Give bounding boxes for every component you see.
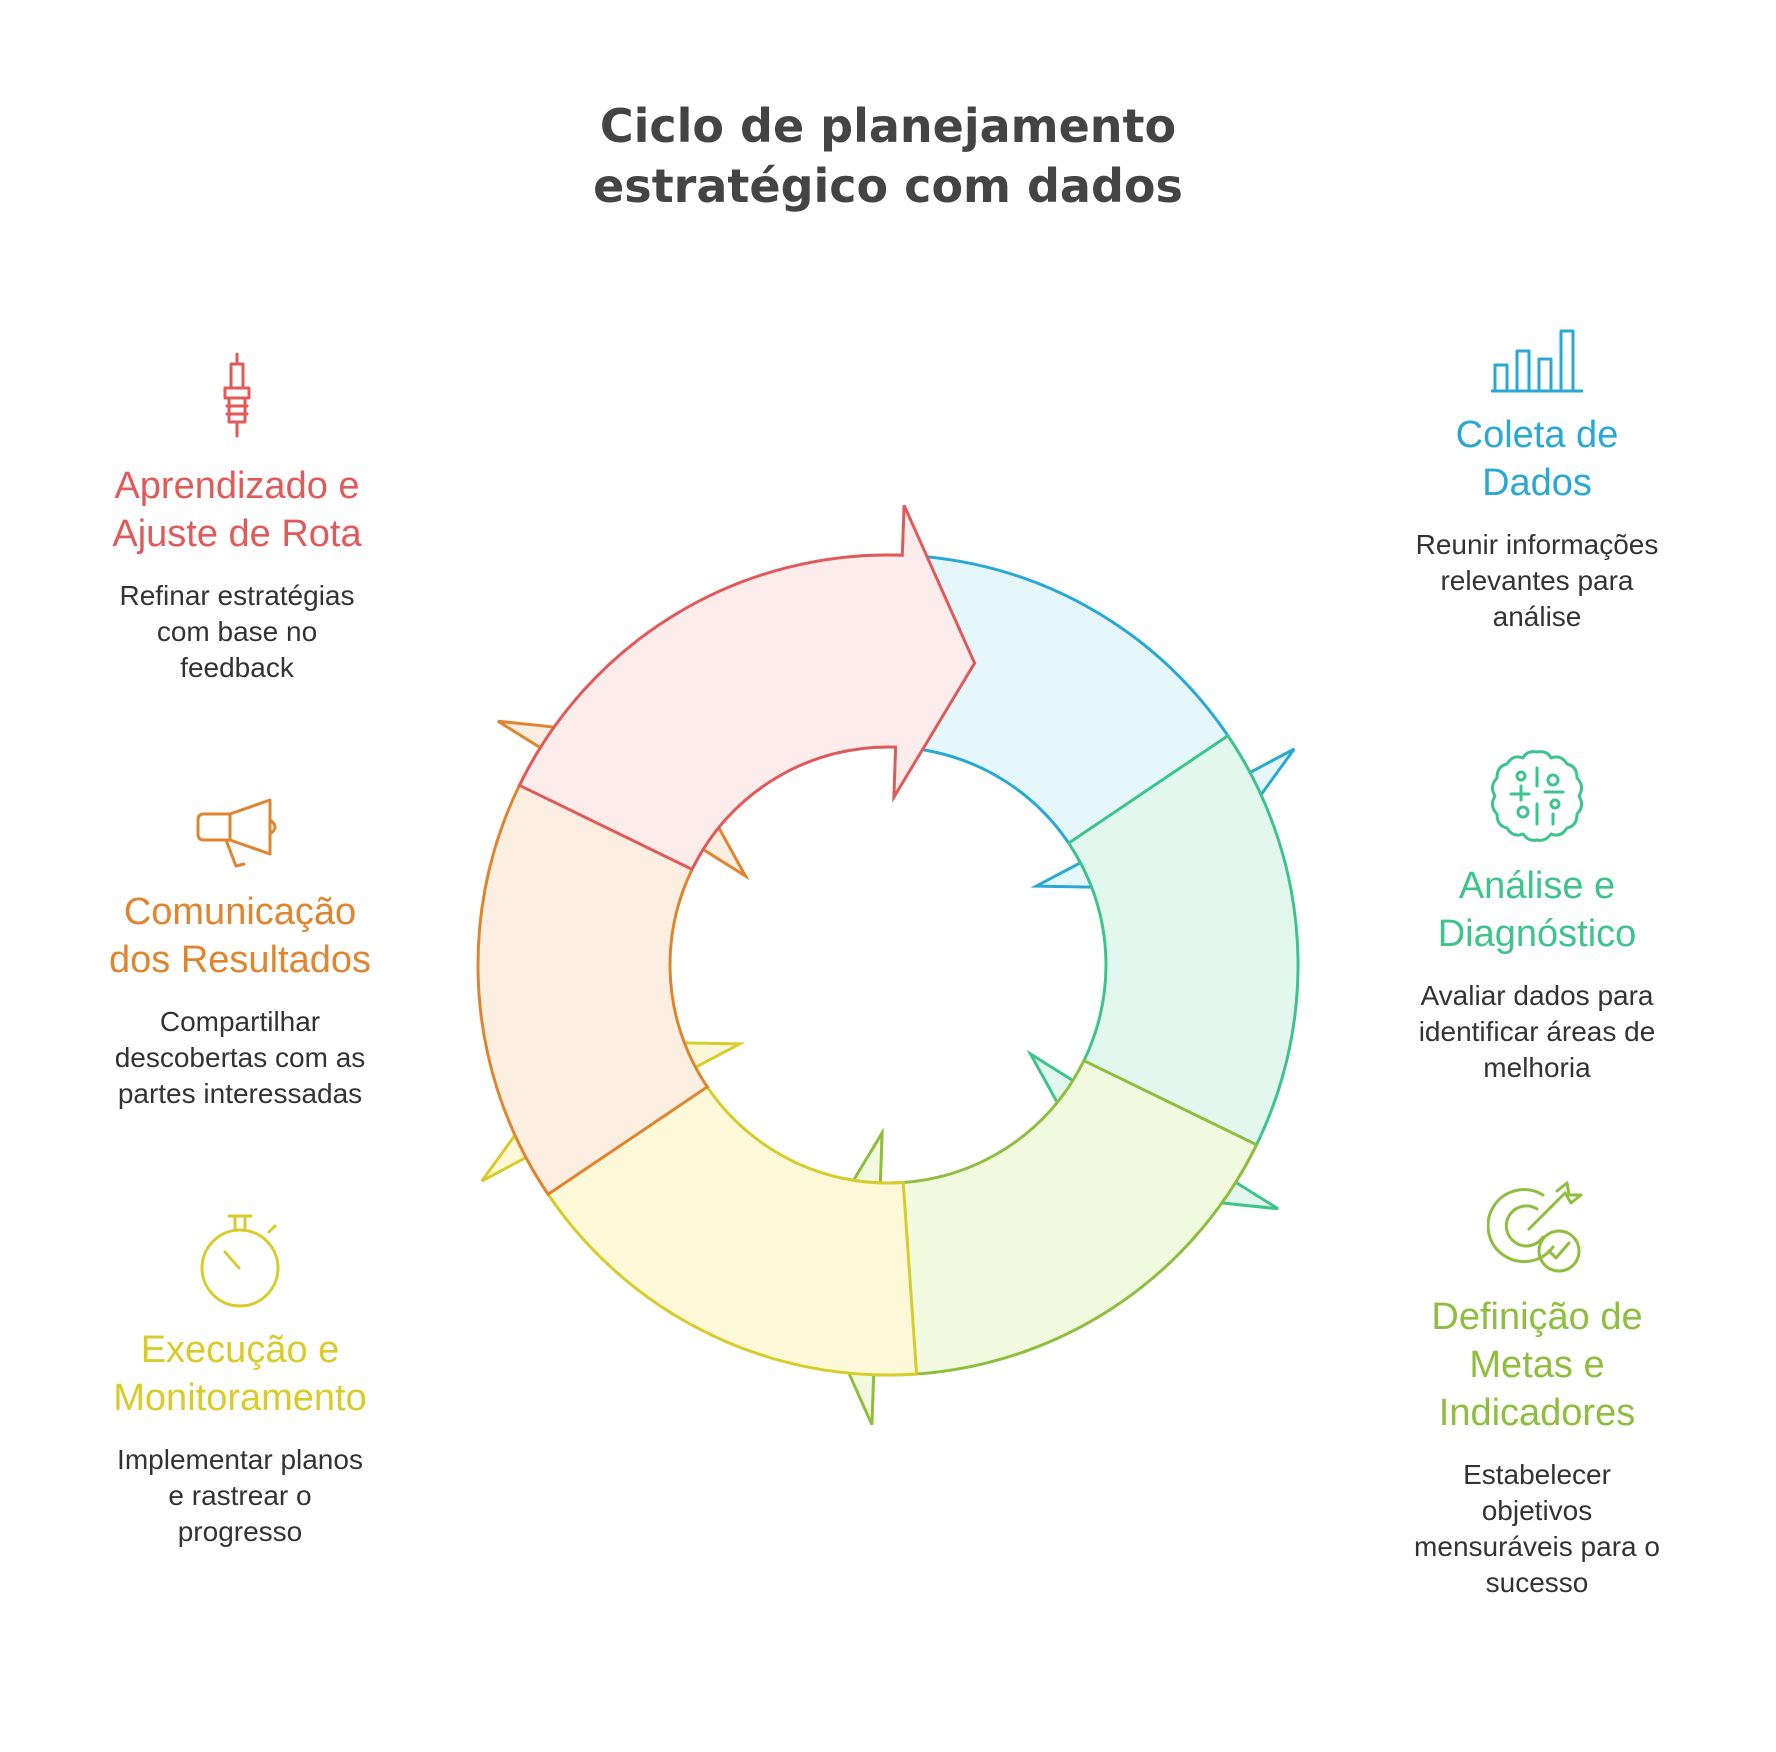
- diagram-title: Ciclo de planejamento estratégico com da…: [0, 96, 1776, 216]
- step-analise-description: Avaliar dados para identificar áreas de …: [1418, 980, 1656, 1083]
- step-comunicacao: Comunicação dos Resultados Compartilhar …: [60, 792, 420, 1112]
- megaphone-icon: [196, 798, 277, 868]
- step-analise-heading: Análise e Diagnóstico: [1437, 865, 1637, 955]
- step-definicao: Definição de Metas e Indicadores Estabel…: [1357, 1177, 1717, 1601]
- step-coleta-description: Reunir informações relevantes para análi…: [1415, 529, 1659, 632]
- bar-chart-icon: [1491, 329, 1583, 393]
- step-execucao-description: Implementar planos e rastrear o progress…: [117, 1444, 363, 1547]
- step-analise: Análise e Diagnóstico Avaliar dados para…: [1357, 746, 1717, 1086]
- title-line-1: Ciclo de planejamento: [599, 99, 1177, 153]
- target-check-icon: [1487, 1181, 1583, 1273]
- step-definicao-heading: Definição de Metas e Indicadores: [1431, 1296, 1643, 1434]
- stopwatch-icon: [200, 1214, 280, 1308]
- step-aprendizado-heading: Aprendizado e Ajuste de Rota: [112, 465, 362, 555]
- step-definicao-description: Estabelecer objetivos mensuráveis para o…: [1414, 1459, 1660, 1598]
- step-comunicacao-heading: Comunicação dos Resultados: [109, 891, 371, 981]
- cycle-arrow-aprendizado: [517, 504, 977, 872]
- step-execucao-heading: Execução e Monitoramento: [113, 1329, 367, 1419]
- step-comunicacao-description: Compartilhar descobertas com as partes i…: [114, 1006, 366, 1109]
- brain-icon: [1490, 750, 1584, 842]
- step-execucao: Execução e Monitoramento Implementar pla…: [60, 1210, 420, 1550]
- spark-plug-icon: [223, 352, 251, 438]
- title-line-2: estratégico com dados: [593, 159, 1183, 213]
- step-aprendizado: Aprendizado e Ajuste de Rota Refinar est…: [57, 350, 417, 686]
- step-aprendizado-description: Refinar estratégias com base no feedback: [119, 580, 355, 683]
- step-coleta-heading: Coleta de Dados: [1455, 414, 1619, 504]
- step-coleta: Coleta de Dados Reunir informações relev…: [1357, 325, 1717, 635]
